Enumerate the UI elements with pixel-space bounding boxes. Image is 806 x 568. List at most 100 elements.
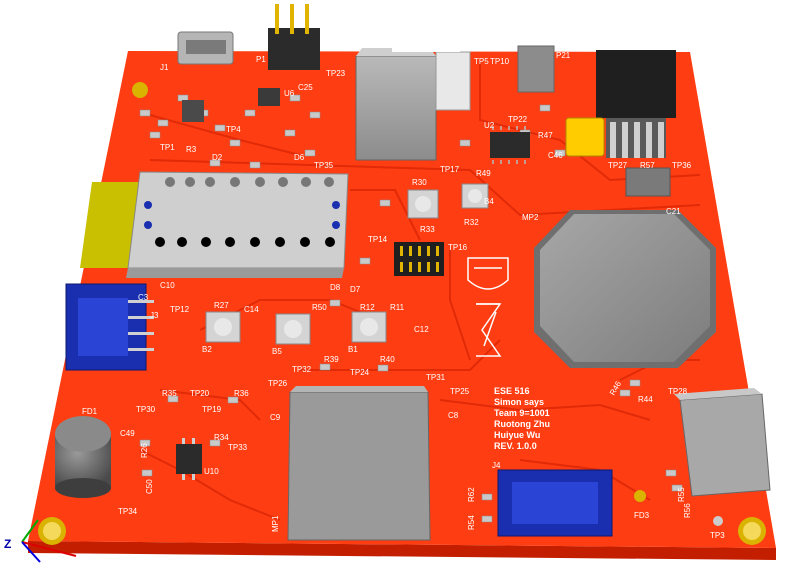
board-text-revision: REV. 1.0.0: [494, 441, 537, 451]
ic-u2: [490, 126, 530, 164]
ref-tp16: TP16: [448, 243, 468, 252]
ref-r11: R11: [390, 303, 405, 312]
university-logo: [467, 257, 509, 357]
large-octagonal-component: [534, 210, 716, 368]
ref-r36: R36: [234, 389, 249, 398]
ref-tp26: TP26: [268, 379, 288, 388]
ref-tp35: TP35: [314, 161, 334, 170]
mounting-holes: [38, 82, 766, 545]
ref-tp24: TP24: [350, 368, 370, 377]
ref-j4: J4: [492, 461, 501, 470]
ref-tp3: TP3: [710, 531, 725, 540]
ref-u10: U10: [204, 467, 219, 476]
reference-designators: J1 P1 TP23 TP5 TP10 P21 C25 U6 TP1 R3 TP…: [82, 51, 725, 540]
tactile-buttons: [205, 183, 489, 345]
connector-j3: [65, 283, 154, 371]
ref-tp23: TP23: [326, 69, 346, 78]
pin-header-2x5: [394, 242, 444, 276]
ref-r62: R62: [467, 487, 476, 502]
ref-mp1: MP1: [271, 515, 280, 532]
ref-fd3: FD3: [634, 511, 650, 520]
ref-tp30: TP30: [136, 405, 156, 414]
ref-b4: B4: [484, 197, 494, 206]
ref-tp14: TP14: [368, 235, 388, 244]
ref-j1: J1: [160, 63, 169, 72]
ref-tp5: TP5: [474, 57, 489, 66]
ref-r33: R33: [420, 225, 435, 234]
ref-r57: R57: [640, 161, 655, 170]
ref-tp22: TP22: [508, 115, 528, 124]
board-text-team: Team 9=1001: [494, 408, 550, 418]
ref-tp20: TP20: [190, 389, 210, 398]
ref-u2: U2: [484, 121, 495, 130]
ref-fd1: FD1: [82, 407, 98, 416]
ref-r3: R3: [186, 145, 197, 154]
ref-tp17: TP17: [440, 165, 460, 174]
board-text-member-2: Huiyue Wu: [494, 430, 540, 440]
ref-tp27: TP27: [608, 161, 628, 170]
ref-r12: R12: [360, 303, 375, 312]
ref-p1: P1: [256, 55, 266, 64]
ref-tp25: TP25: [450, 387, 470, 396]
board-text-course: ESE 516: [494, 386, 530, 396]
ref-c3: C3: [138, 293, 149, 302]
ref-c49: C49: [120, 429, 135, 438]
ref-r56: R56: [683, 503, 692, 518]
ref-tp34: TP34: [118, 507, 138, 516]
board-text-project: Simon says: [494, 397, 544, 407]
ref-r44: R44: [638, 395, 653, 404]
ref-u6: U6: [284, 89, 295, 98]
board-edge: [28, 541, 776, 560]
ref-j3: J3: [150, 311, 159, 320]
ref-r49: R49: [476, 169, 491, 178]
ref-d7: D7: [350, 285, 361, 294]
ref-tp19: TP19: [202, 405, 222, 414]
ic-u10: [176, 438, 202, 480]
ref-b1: B1: [348, 345, 358, 354]
board-silkscreen-text: ESE 516 Simon says Team 9=1001 Ruotong Z…: [494, 386, 550, 451]
ic-u6: [258, 88, 280, 106]
ref-mp2: MP2: [522, 213, 539, 222]
ref-tp4: TP4: [226, 125, 241, 134]
crystal: [625, 167, 671, 197]
ref-r30: R30: [412, 178, 427, 187]
ref-r34: R34: [214, 433, 229, 442]
regulator-small: [517, 45, 555, 93]
ref-c10: C10: [160, 281, 175, 290]
ref-c12: C12: [414, 325, 429, 334]
power-module: [355, 44, 471, 161]
ref-tp33: TP33: [228, 443, 248, 452]
ref-d6: D6: [294, 153, 305, 162]
ref-tp31: TP31: [426, 373, 446, 382]
module-pads-bottom: [155, 237, 335, 247]
ref-d8: D8: [330, 283, 341, 292]
relay-block: [674, 388, 771, 497]
ref-b5: B5: [272, 347, 282, 356]
ref-tp32: TP32: [292, 365, 312, 374]
module-pads-top: [165, 177, 334, 187]
ref-tp10: TP10: [490, 57, 510, 66]
axis-indicator: Z: [4, 519, 77, 563]
ref-p21: P21: [556, 51, 571, 60]
ref-r26: R26: [140, 443, 149, 458]
ref-tp12: TP12: [170, 305, 190, 314]
ref-r27: R27: [214, 301, 229, 310]
ref-r39: R39: [324, 355, 339, 364]
ref-d2: D2: [212, 153, 223, 162]
ref-tp1: TP1: [160, 143, 175, 152]
voltage-regulator: [596, 50, 676, 158]
ref-r40: R40: [380, 355, 395, 364]
buzzer: [55, 416, 111, 498]
ref-r35: R35: [162, 389, 177, 398]
ref-tp36: TP36: [672, 161, 692, 170]
axis-z-label: Z: [4, 537, 11, 551]
ref-c8: C8: [448, 411, 459, 420]
ref-c50: C50: [145, 479, 154, 494]
ref-tp28: TP28: [668, 387, 688, 396]
ref-c46: C46: [548, 151, 563, 160]
ref-r54: R54: [467, 515, 476, 530]
board-text-member-1: Ruotong Zhu: [494, 419, 550, 429]
ref-c14: C14: [244, 305, 259, 314]
ref-r50: R50: [312, 303, 327, 312]
